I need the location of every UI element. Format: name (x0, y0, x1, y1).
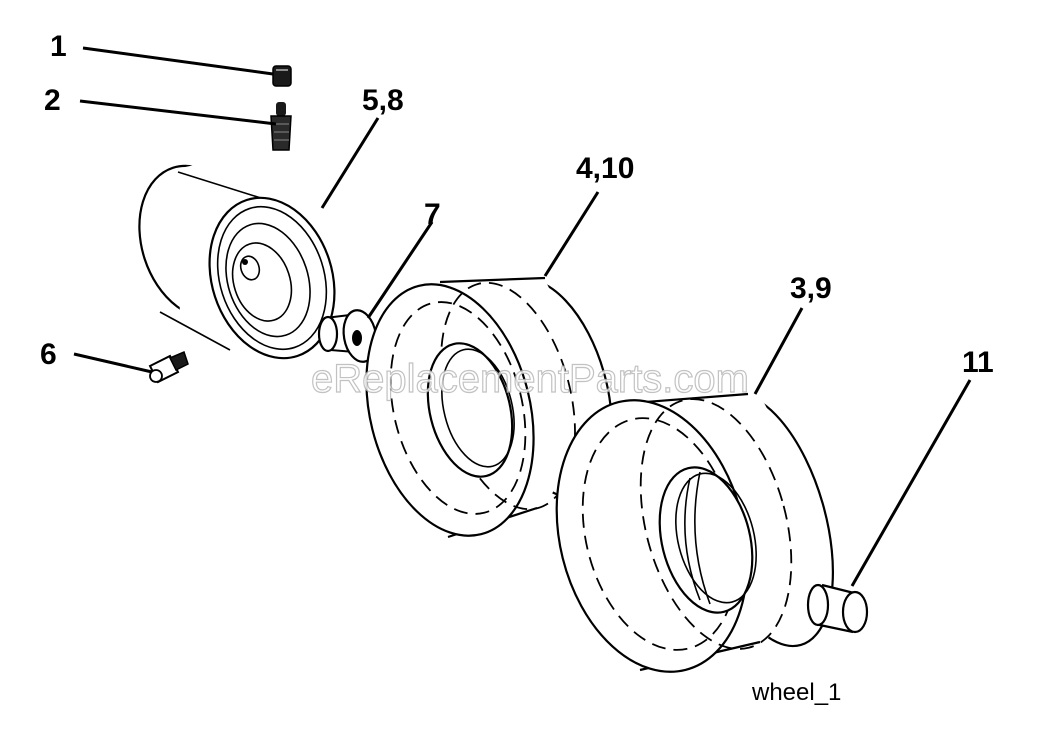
diagram-caption: wheel_1 (751, 679, 841, 706)
callout-7: 7 (424, 198, 441, 231)
callout-4-10: 4,10 (576, 152, 634, 185)
part-grease-fitting (148, 350, 189, 384)
part-rim (138, 164, 336, 360)
callout-2: 2 (44, 84, 61, 117)
watermark-text: eReplacementParts.com (311, 357, 749, 401)
callout-3-9: 3,9 (790, 272, 832, 305)
part-bushing (317, 309, 378, 363)
part-tire-rear (555, 388, 835, 673)
callout-5-8: 5,8 (362, 84, 404, 117)
leader-lines (73, 46, 972, 587)
part-valve-stem (270, 102, 292, 151)
callout-11: 11 (962, 346, 994, 379)
callout-1: 1 (50, 30, 67, 63)
callout-6: 6 (40, 338, 57, 371)
part-cap-11 (806, 583, 869, 634)
part-tire-front (365, 273, 613, 539)
part-valve-cap (272, 65, 292, 87)
